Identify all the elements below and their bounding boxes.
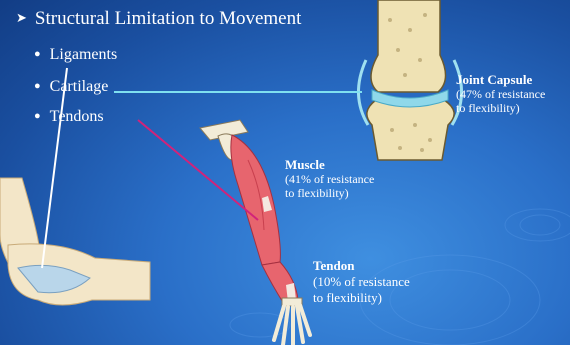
bullet-dot-icon: ● (34, 48, 41, 60)
muscle-title: Muscle (285, 157, 325, 172)
arm-muscle-illustration (200, 120, 310, 345)
arrow-bullet-icon: ➤ (16, 10, 27, 25)
elbow-illustration (0, 178, 150, 305)
sub-bullet-ligaments: ● Ligaments (34, 46, 117, 64)
main-bullet: ➤ Structural Limitation to Movement (16, 8, 301, 30)
joint-capsule-line1: (47% of resistance (456, 87, 545, 101)
joint-capsule-line2: to flexibility) (456, 101, 520, 115)
tendon-label: Tendon (10% of resistance to flexibility… (313, 258, 410, 306)
knee-joint-illustration (358, 0, 461, 160)
muscle-line1: (41% of resistance (285, 172, 374, 186)
sub-bullet-text: Tendons (50, 108, 104, 125)
joint-capsule-label: Joint Capsule (47% of resistance to flex… (456, 73, 545, 115)
sub-bullet-text: Cartilage (50, 78, 109, 95)
sub-bullet-tendons: ● Tendons (34, 108, 104, 126)
joint-capsule-title: Joint Capsule (456, 72, 532, 87)
sub-bullet-cartilage: ● Cartilage (34, 78, 108, 96)
muscle-label: Muscle (41% of resistance to flexibility… (285, 158, 374, 200)
tendon-line1: (10% of resistance (313, 274, 410, 289)
muscle-line2: to flexibility) (285, 186, 349, 200)
bullet-dot-icon: ● (34, 110, 41, 122)
main-bullet-text: Structural Limitation to Movement (35, 8, 301, 29)
tendon-title: Tendon (313, 258, 354, 273)
tendon-line2: to flexibility) (313, 290, 382, 305)
bullet-dot-icon: ● (34, 80, 41, 92)
sub-bullet-text: Ligaments (50, 46, 118, 63)
